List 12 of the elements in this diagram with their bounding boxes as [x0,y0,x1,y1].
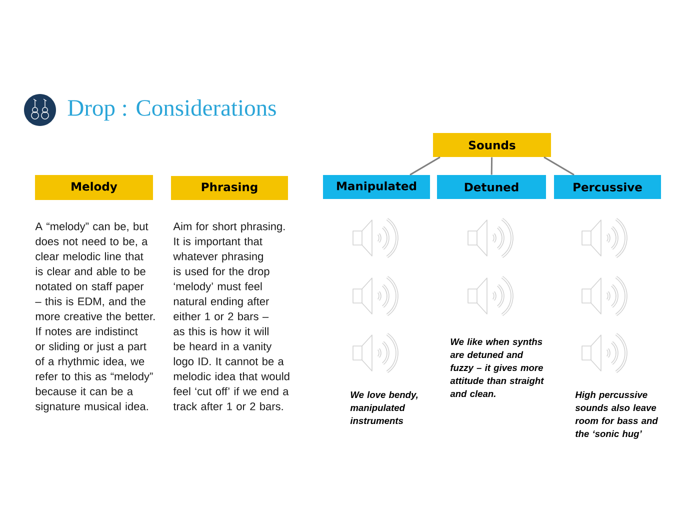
header-box: Melody [35,175,153,200]
title: Drop : Considerations [68,99,276,121]
paragraph: A “melody” can be, but does not need to be, a clear melodic line that is clear and able to be notated on staff paper – this is EDM, and the more creative the better. If notes are indistinct or sliding or just a part of a rhythmic idea, we refer to this as “melody” because it can be a signature musical idea. [35,222,155,412]
header-box: Detuned [437,175,546,199]
header-box: Percussive [554,175,661,199]
caption: We love bendy, manipulated instruments [350,391,418,424]
header-box: Manipulated [323,175,430,199]
paragraph: Aim for short phrasing. It is important that whatever phrasing is used for the drop ‘melody’ must feel natural ending after either 1 or 2 bars – as this is how it will be heard in a vanity logo ID. It cannot be a melodic idea that would feel ‘cut off’ if we end a track after 1 or 2 bars. [173,222,290,410]
header-box: Sounds [433,133,551,157]
caption: We like when synths are detuned and fuzzy – it gives more attitude than straight and clean. [450,338,544,398]
header-box: Phrasing [171,176,288,200]
caption: High percussive sounds also leave room for bass and the ‘sonic hug’ [575,391,658,439]
